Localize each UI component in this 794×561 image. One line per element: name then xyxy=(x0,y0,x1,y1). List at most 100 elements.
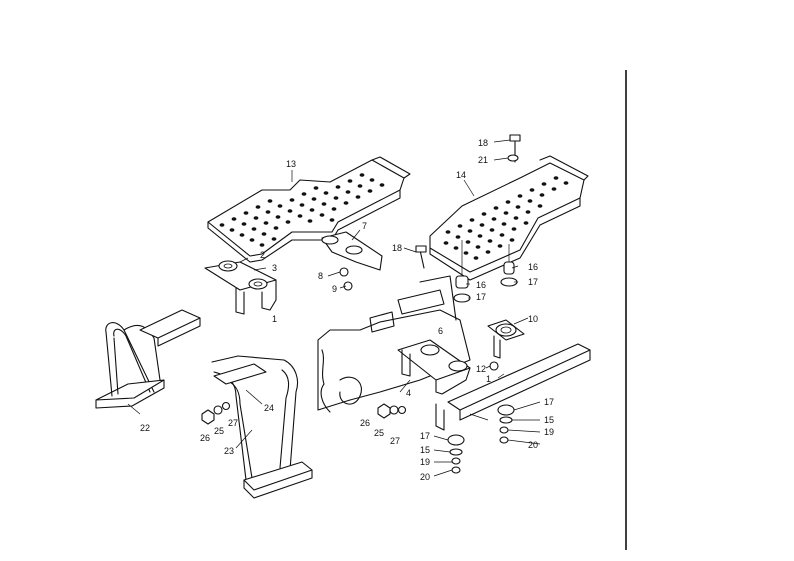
hardware-set-center xyxy=(377,403,407,419)
callout-24: 24 xyxy=(264,403,274,413)
callout-16-center: 16 xyxy=(476,280,486,290)
callout-18-top: 18 xyxy=(478,138,488,148)
right-step-assembly xyxy=(211,355,313,499)
perforation-hole xyxy=(313,186,319,190)
callout-8: 8 xyxy=(318,271,323,281)
perforation-hole xyxy=(319,213,325,217)
callout-20-lower-right: 20 xyxy=(528,440,538,450)
callout-26-center: 26 xyxy=(360,418,370,428)
callout-16-right: 16 xyxy=(528,262,538,272)
perforation-hole xyxy=(261,232,267,236)
side-rail xyxy=(435,343,591,431)
perforation-hole xyxy=(497,244,503,248)
callout-26-left: 26 xyxy=(200,433,210,443)
callout-19-lower-right: 19 xyxy=(544,427,554,437)
callout-17-lower-right: 17 xyxy=(544,397,554,407)
perforation-hole xyxy=(345,190,351,194)
callout-labels: 13 14 2 3 1 7 8 9 18 21 18 16 17 16 17 1… xyxy=(140,138,554,482)
perforation-hole xyxy=(333,196,339,200)
perforation-hole xyxy=(253,216,259,220)
center-mount-bracket xyxy=(397,339,471,395)
perforation-hole xyxy=(477,234,483,238)
callout-7: 7 xyxy=(362,221,367,231)
callout-25-center: 25 xyxy=(374,428,384,438)
callout-3: 3 xyxy=(272,263,277,273)
right-mount-bracket xyxy=(487,319,525,359)
perforation-hole xyxy=(481,212,487,216)
nuts-8-9 xyxy=(339,267,353,291)
perforation-hole xyxy=(251,227,257,231)
callout-13: 13 xyxy=(286,159,296,169)
perforation-hole xyxy=(457,224,463,228)
callout-6: 6 xyxy=(438,326,443,336)
perforation-hole xyxy=(259,243,265,247)
perforation-hole xyxy=(331,207,337,211)
perforation-hole xyxy=(287,209,293,213)
perforation-hole xyxy=(367,189,373,193)
perforation-hole xyxy=(539,193,545,197)
callout-17-lower-left: 17 xyxy=(420,431,430,441)
callout-17-right: 17 xyxy=(528,277,538,287)
perforation-hole xyxy=(249,238,255,242)
perforation-hole xyxy=(513,216,519,220)
callout-19-lower-left: 19 xyxy=(420,457,430,467)
perforation-hole xyxy=(505,200,511,204)
perforation-hole xyxy=(479,223,485,227)
perforation-hole xyxy=(265,210,271,214)
perforation-hole xyxy=(285,220,291,224)
perforation-hole xyxy=(467,229,473,233)
perforation-hole xyxy=(443,241,449,245)
perforation-hole xyxy=(553,176,559,180)
callout-9: 9 xyxy=(332,284,337,294)
perforation-hole xyxy=(219,223,225,227)
perforation-hole xyxy=(307,219,313,223)
perforation-hole xyxy=(355,195,361,199)
perforation-hole xyxy=(529,188,535,192)
perforation-hole xyxy=(487,239,493,243)
perforation-hole xyxy=(255,205,261,209)
perforation-hole xyxy=(537,204,543,208)
perforation-hole xyxy=(515,205,521,209)
perforation-hole xyxy=(541,182,547,186)
rear-mount-bracket-left xyxy=(321,231,383,271)
bolt-18-lower xyxy=(415,245,427,269)
perforation-hole xyxy=(297,214,303,218)
perforation-hole xyxy=(275,215,281,219)
perforation-hole xyxy=(563,181,569,185)
callout-1-left: 1 xyxy=(272,314,277,324)
perforation-hole xyxy=(489,228,495,232)
perforation-hole xyxy=(289,198,295,202)
callout-21: 21 xyxy=(478,155,488,165)
callout-4: 4 xyxy=(406,388,411,398)
perforation-hole xyxy=(277,204,283,208)
callout-22: 22 xyxy=(140,423,150,433)
callout-10: 10 xyxy=(528,314,538,324)
perforation-hole xyxy=(359,173,365,177)
perforation-hole xyxy=(499,233,505,237)
perforation-hole xyxy=(231,217,237,221)
damper-stack-right xyxy=(497,404,515,444)
perforation-hole xyxy=(241,222,247,226)
callout-27-center: 27 xyxy=(390,436,400,446)
perforation-hole xyxy=(301,192,307,196)
perforation-hole xyxy=(465,240,471,244)
perforation-hole xyxy=(517,194,523,198)
perforation-hole xyxy=(239,233,245,237)
perforation-hole xyxy=(485,250,491,254)
callout-12: 12 xyxy=(476,364,486,374)
perforation-hole xyxy=(267,199,273,203)
left-mount-bracket xyxy=(204,260,277,315)
perforation-hole xyxy=(551,187,557,191)
perforation-hole xyxy=(335,185,341,189)
perforation-hole xyxy=(321,202,327,206)
callout-18-side: 18 xyxy=(392,243,402,253)
perforation-hole xyxy=(525,210,531,214)
perforation-hole xyxy=(243,211,249,215)
perforation-hole xyxy=(527,199,533,203)
perforation-hole xyxy=(379,183,385,187)
callout-1-right: 1 xyxy=(486,374,491,384)
callout-23: 23 xyxy=(224,446,234,456)
right-footplate xyxy=(429,155,589,281)
perforation-hole xyxy=(445,230,451,234)
